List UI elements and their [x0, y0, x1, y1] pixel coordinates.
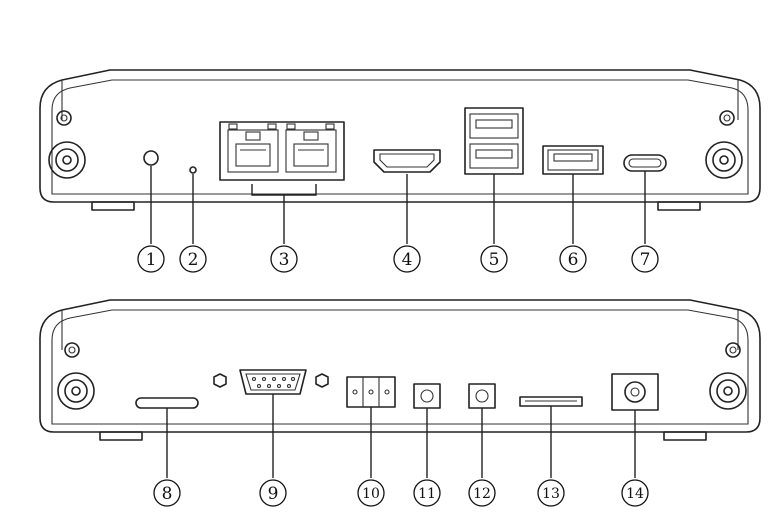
- callout-7-label: 7: [640, 250, 651, 270]
- front-right-screw-icon: [719, 110, 735, 126]
- callout-9-label: 9: [268, 484, 279, 504]
- rear-chassis-inner-edge: [51, 309, 749, 425]
- usb-c-inner: [628, 158, 662, 168]
- callout-5-label: 5: [489, 250, 500, 270]
- ethernet-bracket: [251, 184, 317, 244]
- callout-4-label: 4: [402, 250, 413, 270]
- serial-port-icon: [213, 369, 329, 395]
- callout-14-label: 14: [626, 486, 644, 502]
- rear-right-foot: [663, 431, 707, 441]
- usb-port-icon: [542, 145, 604, 175]
- rear-left-antenna-connector-icon: [57, 372, 95, 410]
- callout-12: 12: [468, 479, 496, 507]
- usb-c-port-icon: [623, 154, 667, 172]
- callout-6-label: 6: [568, 250, 579, 270]
- front-right-antenna-connector-icon: [705, 141, 743, 179]
- callout-13: 13: [537, 479, 565, 507]
- front-left-screw-icon: [56, 110, 72, 126]
- callout-11: 11: [413, 479, 441, 507]
- callout-13-label: 13: [542, 486, 560, 502]
- rear-right-antenna-connector-icon: [709, 372, 747, 410]
- callout-1: 1: [137, 245, 165, 273]
- led-indicator-icon: [189, 166, 197, 174]
- callout-1-label: 1: [146, 250, 157, 270]
- hdmi-port-icon: [373, 149, 441, 173]
- dual-usb-ports-icon: [464, 107, 524, 175]
- callout-14: 14: [621, 479, 649, 507]
- callout-12-label: 12: [473, 486, 491, 502]
- rear-chassis-outline: [39, 299, 761, 433]
- front-panel: 1 2 3 4 5 6 7: [39, 69, 761, 273]
- front-chassis-outline: [39, 69, 761, 203]
- sd-card-slot-icon: [135, 397, 199, 409]
- callout-8-label: 8: [162, 484, 173, 504]
- rear-left-foot: [99, 431, 143, 441]
- callout-8: 8: [153, 479, 181, 507]
- ethernet-ports-icon: [219, 121, 345, 181]
- dc-power-jack-icon: [611, 373, 659, 411]
- callout-10-label: 10: [362, 486, 380, 502]
- hdmi-inner: [379, 153, 435, 168]
- callout-6: 6: [559, 245, 587, 273]
- callout-3-label: 3: [279, 250, 290, 270]
- callout-4: 4: [393, 245, 421, 273]
- front-right-foot: [657, 201, 701, 211]
- sim-card-slot-icon: [519, 396, 583, 407]
- front-left-antenna-connector-icon: [48, 141, 86, 179]
- audio-jack-1-icon: [413, 383, 441, 409]
- audio-jack-2-icon: [468, 383, 496, 409]
- callout-2: 2: [179, 245, 207, 273]
- terminal-block-icon: [346, 376, 396, 408]
- callout-10: 10: [357, 479, 385, 507]
- rear-left-screw-icon: [64, 342, 80, 358]
- callout-11-label: 11: [418, 486, 436, 502]
- rear-panel: 8 9 10 11 12 13 14: [39, 299, 761, 507]
- callout-9: 9: [259, 479, 287, 507]
- power-button-icon: [143, 150, 159, 166]
- callout-7: 7: [631, 245, 659, 273]
- front-left-foot: [91, 201, 135, 211]
- callout-2-label: 2: [188, 250, 199, 270]
- front-chassis-inner-edge: [51, 79, 749, 195]
- rear-right-screw-icon: [725, 342, 741, 358]
- callout-5: 5: [480, 245, 508, 273]
- callout-3: 3: [270, 245, 298, 273]
